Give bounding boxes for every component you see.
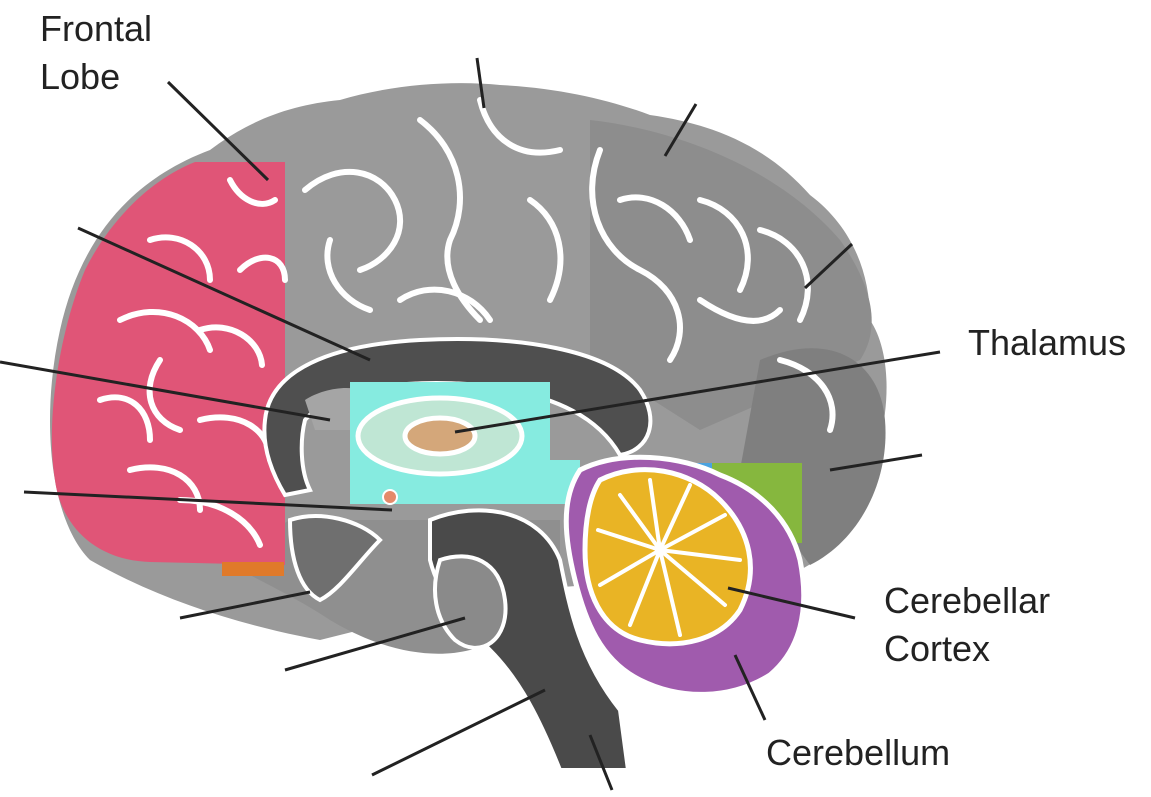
thalamus-label: Thalamus <box>968 322 1126 364</box>
small-nucleus <box>383 490 397 504</box>
cerebellar-cortex-label-line1: Cerebellar <box>884 580 1050 622</box>
thalamus-core <box>405 418 475 454</box>
cerebellum-label: Cerebellum <box>766 732 950 774</box>
cerebellar-cortex-label-line2: Cortex <box>884 628 990 670</box>
orange-accent <box>222 562 284 576</box>
frontal-lobe-label-line2: Lobe <box>40 56 120 98</box>
leader-medulla <box>372 690 545 775</box>
frontal-lobe-label-line1: Frontal <box>40 8 152 50</box>
